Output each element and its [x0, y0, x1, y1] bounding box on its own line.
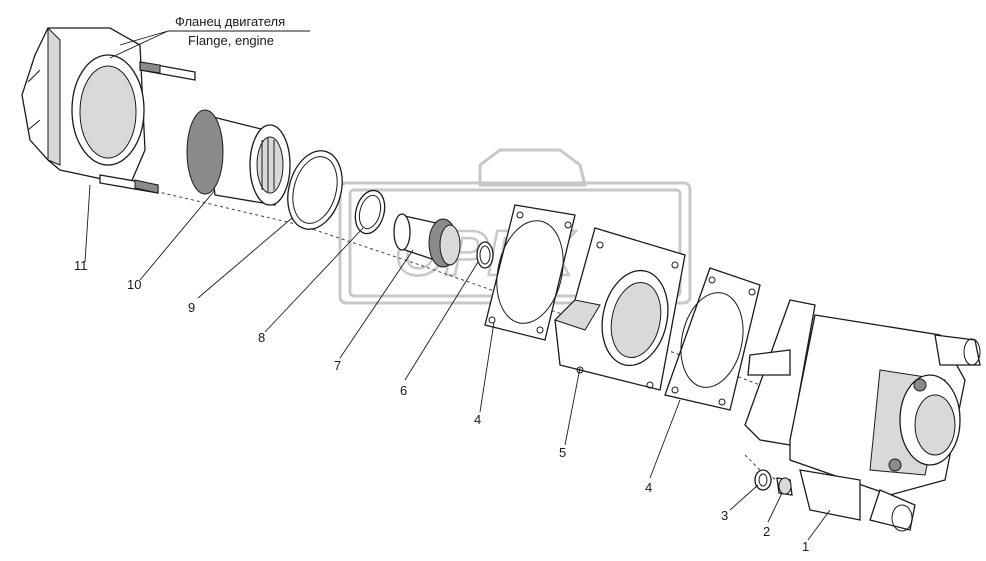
- callout-numbers: 11 10 9 8 7 6 4 5 4 3 2 1: [74, 258, 809, 554]
- engine-flange: [21, 26, 146, 186]
- callout-leaders: [84, 184, 831, 541]
- callout-3: 3: [721, 508, 728, 523]
- callout-4-rear: 4: [645, 480, 652, 495]
- drain-washer: [754, 469, 772, 491]
- flange-studs: [99, 61, 196, 194]
- callout-5: 5: [559, 445, 566, 460]
- callout-8: 8: [258, 330, 265, 345]
- snap-ring: [476, 241, 494, 269]
- label-russian: Фланец двигателя: [175, 14, 285, 29]
- label-english: Flange, engine: [188, 33, 274, 48]
- callout-4-front: 4: [474, 412, 481, 427]
- spline-coupling: [186, 109, 291, 206]
- callout-11: 11: [74, 258, 88, 273]
- small-retaining-ring: [354, 189, 386, 235]
- drain-plug: [776, 477, 793, 496]
- engine-flange-label: Фланец двигателя Flange, engine: [109, 14, 310, 59]
- splined-bushing: [393, 213, 461, 268]
- callout-6: 6: [400, 383, 407, 398]
- callout-9: 9: [188, 300, 195, 315]
- watermark-gear: [478, 148, 587, 187]
- gasket-rear: [664, 267, 761, 411]
- callout-2: 2: [763, 524, 770, 539]
- label-leader: [109, 30, 169, 59]
- callout-10: 10: [127, 277, 141, 292]
- large-retaining-ring: [287, 150, 343, 230]
- gear-pump: [744, 299, 981, 532]
- adapter-plate: [554, 227, 686, 391]
- gasket-front: [484, 204, 576, 341]
- callout-1: 1: [802, 539, 809, 554]
- callout-7: 7: [334, 358, 341, 373]
